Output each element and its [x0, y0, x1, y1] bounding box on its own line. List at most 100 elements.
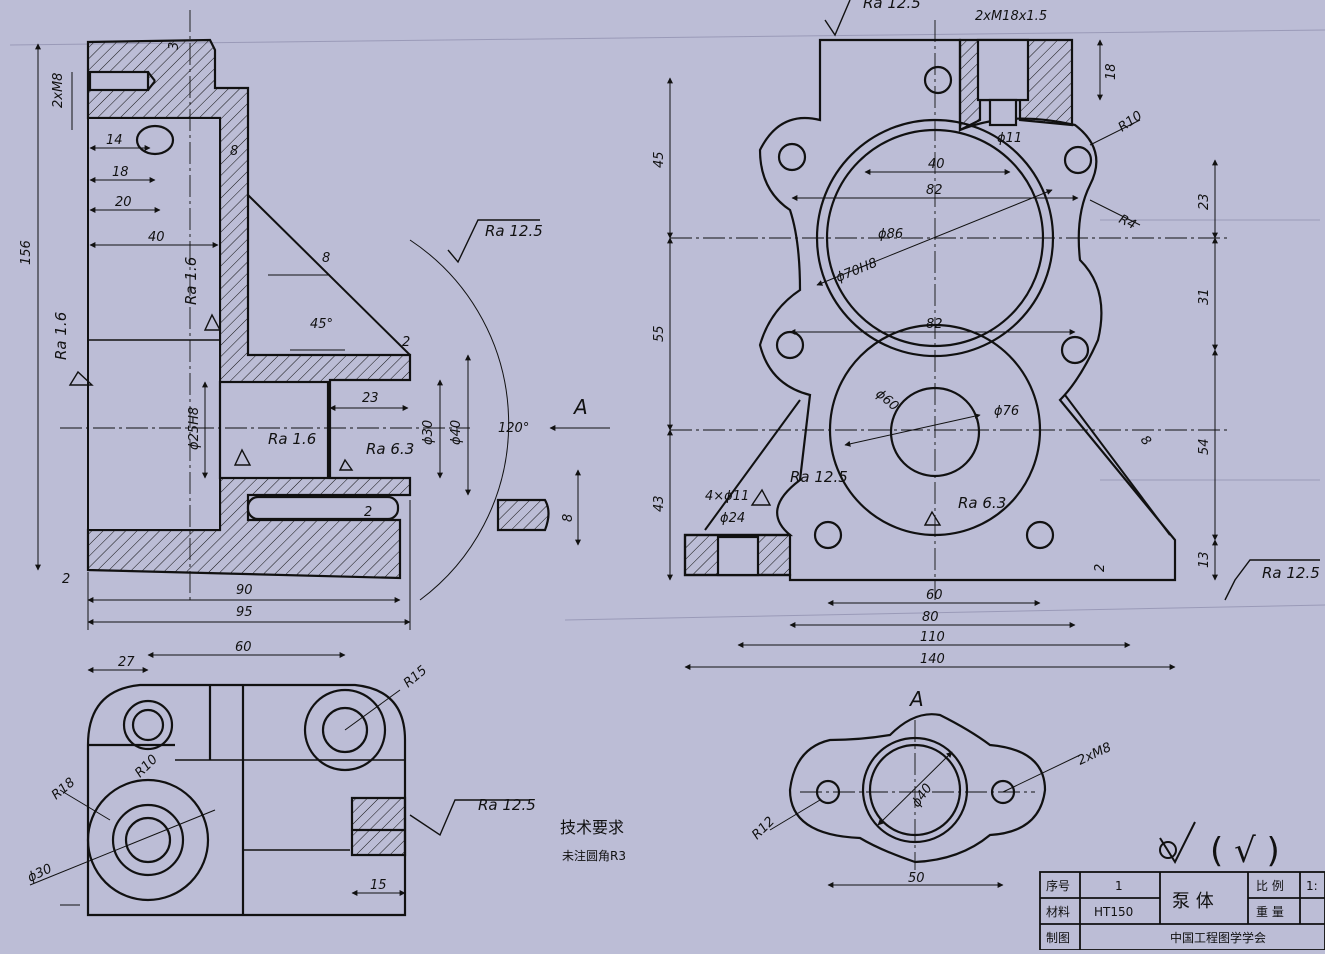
dim-phi40-a: ϕ40	[909, 781, 936, 810]
front-oval-hole	[135, 124, 175, 156]
technical-notes: 技术要求 未注圆角R3	[560, 818, 626, 863]
front-dimension-lines	[35, 43, 610, 630]
dim-phi25h8: ϕ25H8	[187, 407, 202, 450]
dim-50: 50	[908, 871, 925, 886]
dim-2-base: 2	[62, 572, 70, 587]
front-center-lines	[60, 10, 470, 600]
view-a-label: A	[908, 687, 924, 711]
dim-60-side: 60	[926, 588, 943, 603]
view-arrow-a: A	[572, 395, 588, 419]
ra-12-5-top: Ra 12.5	[863, 0, 921, 12]
dim-2xm8: 2xM8	[51, 73, 66, 108]
dim-18-side: 18	[1104, 63, 1119, 80]
dim-8-wall: 8	[230, 144, 238, 159]
dim-r10: R10	[1116, 108, 1146, 135]
dim-13: 13	[1197, 551, 1212, 568]
dim-phi86: ϕ86	[878, 227, 903, 242]
front-tab	[496, 498, 550, 532]
view-a-lines	[769, 720, 1081, 888]
dim-95: 95	[236, 605, 253, 620]
dim-2xm8-a: 2xM8	[1075, 740, 1113, 769]
dim-r12: R12	[749, 814, 778, 843]
notes-title: 技术要求	[560, 818, 624, 837]
side-small-bore	[988, 98, 1018, 127]
front-m8-hole	[88, 70, 150, 92]
front-section-view	[86, 38, 550, 580]
dim-r18: R18	[49, 775, 78, 803]
dim-phi76: ϕ76	[994, 404, 1019, 419]
ra-1-6-left: Ra 1.6	[52, 312, 70, 360]
dim-27: 27	[118, 655, 135, 670]
dim-31: 31	[1197, 288, 1212, 305]
dim-20: 20	[115, 195, 132, 210]
ra-1-6-bore: Ra 1.6	[268, 430, 316, 448]
ra-6-3-front: Ra 6.3	[366, 440, 414, 458]
dim-2-side: 2	[1093, 564, 1108, 572]
dim-110: 110	[920, 630, 945, 645]
dim-r15: R15	[401, 663, 430, 691]
ra-1-6-cavity: Ra 1.6	[182, 257, 200, 305]
top-outline	[86, 683, 407, 917]
dim-45deg: 45°	[310, 317, 333, 332]
view-a-text: A ϕ40 2xM8 R12 50	[749, 687, 1114, 886]
dim-40-side: 40	[928, 157, 945, 172]
side-center-lines	[670, 20, 1230, 600]
front-dimension-text: 156 2xM8 3 14 18 20 40 8 8 45° 2 23 ϕ30 …	[19, 42, 588, 620]
top-roughness-symbols	[409, 799, 530, 837]
surface-finish-text: ( √ )	[1210, 831, 1280, 871]
dim-18: 18	[112, 165, 129, 180]
tb-serial-value: 1	[1115, 879, 1123, 893]
dim-2xm18: 2xM18x1.5	[975, 9, 1047, 24]
dim-8-rib: 8	[322, 251, 330, 266]
top-dimension-text: 27 60 R15 R10 R18 ϕ30 15 Ra 12.5	[25, 640, 535, 893]
dim-90: 90	[236, 583, 253, 598]
dim-phi11: ϕ11	[997, 131, 1022, 146]
view-a-flange	[788, 713, 1047, 864]
dim-8-tab: 8	[561, 514, 576, 522]
tb-weight-label: 重 量	[1256, 905, 1284, 919]
dim-r4: R4	[1116, 212, 1138, 233]
side-dimension-lines	[667, 39, 1218, 670]
title-block-text: 序号 1 泵 体 比 例 1: 材料 HT150 重 量 制图 中国工程图学学会	[1046, 878, 1318, 945]
dim-60-top: 60	[235, 640, 252, 655]
dim-phi30-top: ϕ30	[25, 861, 54, 885]
top-view	[86, 683, 407, 917]
dim-54: 54	[1197, 438, 1212, 455]
side-roughness-symbols	[750, 0, 1320, 601]
dim-23: 23	[362, 391, 379, 406]
tb-drawn-label: 制图	[1046, 931, 1070, 945]
dim-phi70h8: ϕ70H8	[834, 256, 880, 286]
dim-8-rib-side: 8	[1137, 433, 1154, 449]
top-boss	[303, 688, 387, 772]
tb-serial-label: 序号	[1046, 878, 1070, 893]
dim-43: 43	[652, 495, 667, 512]
top-dimension-lines	[29, 652, 406, 906]
tb-material-label: 材料	[1046, 905, 1070, 919]
tb-part-name: 泵 体	[1172, 891, 1214, 912]
dim-14: 14	[106, 133, 123, 148]
side-view	[683, 38, 1177, 582]
dim-140: 140	[920, 652, 945, 667]
dim-phi30: ϕ30	[421, 420, 436, 445]
notes-line1: 未注圆角R3	[562, 848, 626, 863]
front-cavity	[87, 117, 221, 531]
dim-2-slot: 2	[364, 505, 372, 520]
front-slot	[246, 495, 400, 521]
dim-45: 45	[652, 151, 667, 168]
title-block	[1039, 871, 1325, 951]
dim-156: 156	[19, 240, 34, 265]
side-bolt-hole	[777, 142, 807, 172]
surface-finish-symbol: ( √ )	[1159, 821, 1280, 871]
dim-82-lower: 82	[926, 317, 943, 332]
tb-material-value: HT150	[1094, 905, 1133, 919]
dim-23-side: 23	[1197, 193, 1212, 210]
dim-82-upper: 82	[926, 183, 943, 198]
dim-4x-phi11: 4×ϕ11	[705, 489, 749, 504]
ra-12-5-front: Ra 12.5	[485, 222, 543, 240]
tb-scale-value: 1:	[1306, 879, 1318, 893]
ra-12-5-top-view: Ra 12.5	[478, 796, 536, 814]
dim-80: 80	[922, 610, 939, 625]
dim-phi40: ϕ40	[449, 420, 464, 445]
